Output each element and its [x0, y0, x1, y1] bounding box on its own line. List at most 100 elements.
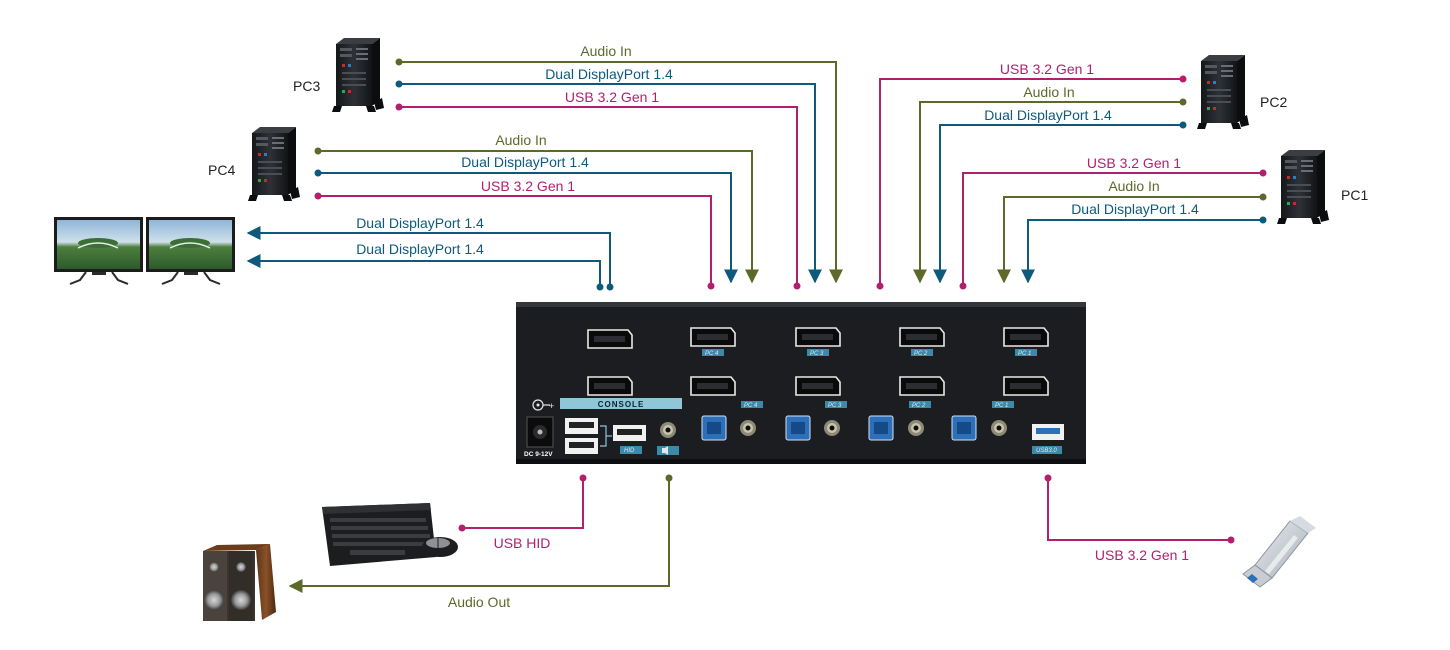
svg-text:CONSOLE: CONSOLE [598, 400, 645, 409]
pc2-audio-label: Audio In [1023, 84, 1074, 100]
svg-text:PC 1: PC 1 [995, 403, 1008, 409]
svg-text:PC 3: PC 3 [828, 403, 842, 409]
pc1-dp-port [1003, 376, 1049, 396]
svg-text:USB3.0: USB3.0 [1036, 448, 1057, 454]
svg-text:PC 4: PC 4 [705, 351, 719, 357]
pc4-audio-cable [318, 150, 759, 284]
pc1-dp-label: Dual DisplayPort 1.4 [1071, 201, 1199, 217]
dc-power-jack [526, 416, 554, 448]
port-label: PC 4 [741, 401, 763, 409]
svg-text:PC 1: PC 1 [1018, 351, 1031, 357]
usb3-a-port [1032, 424, 1064, 440]
pc3-audio-label: Audio In [580, 43, 631, 59]
pc4-usb-b-port [701, 415, 727, 441]
pc4-tower-icon [248, 127, 300, 201]
kvm-switch: PC 4 PC 3 PC 2 PC 1 PC 4 PC 3 PC 2 [516, 302, 1086, 464]
pc2-audio-jack [908, 420, 924, 436]
svg-text:PC 4: PC 4 [744, 403, 758, 409]
monitor-icon [54, 217, 143, 285]
usb-hid-port [613, 425, 646, 441]
monitor-dp-label-2: Dual DisplayPort 1.4 [356, 241, 484, 257]
keyboard-icon [322, 503, 436, 566]
mouse-icon [422, 537, 458, 557]
pc3-dp-label: Dual DisplayPort 1.4 [545, 66, 673, 82]
pc3-usb-label: USB 3.2 Gen 1 [565, 89, 659, 105]
pc1-usb-cable [962, 172, 1263, 286]
svg-text:HID: HID [624, 448, 635, 454]
console-dp-port [587, 329, 633, 349]
pc1-usb-b-port [951, 415, 977, 441]
audio-out-icon [657, 446, 679, 455]
pc2-cables [876, 75, 1187, 290]
pc2-label: PC2 [1260, 94, 1287, 110]
pc4-label: PC4 [208, 162, 235, 178]
pc1-dp-cable [1021, 219, 1263, 284]
pc1-audio-label: Audio In [1108, 178, 1159, 194]
pc3-dp-port [795, 376, 841, 396]
pc1-tower-icon [1277, 150, 1329, 224]
port-label: PC 1 [1015, 349, 1037, 357]
usb-hid-port [565, 418, 598, 434]
monitor-dp-cable-2 [246, 254, 601, 287]
pc3-cables [395, 58, 843, 290]
pc3-usb-b-port [785, 415, 811, 441]
pc2-usb-b-port [868, 415, 894, 441]
port-label: PC 2 [911, 349, 933, 357]
usb3-label: USB3.0 [1032, 446, 1062, 454]
monitor-dp-cable-1 [246, 226, 611, 287]
pc4-cables [314, 147, 759, 290]
port-label: PC 4 [702, 349, 724, 357]
speaker-audio-cable [288, 478, 670, 593]
pc4-usb-label: USB 3.2 Gen 1 [481, 178, 575, 194]
pc2-dp-label: Dual DisplayPort 1.4 [984, 107, 1112, 123]
console-audio-jack [660, 422, 676, 438]
monitor-cables [246, 226, 614, 291]
pc4-dp-port [690, 376, 736, 396]
pc4-audio-jack [740, 420, 756, 436]
pc4-dp-cable [318, 172, 738, 284]
speaker-audio-label: Audio Out [448, 594, 510, 610]
keyboard-usb-cable [462, 478, 584, 529]
pc4-audio-label: Audio In [495, 132, 546, 148]
power-label: DC 9-12V [524, 451, 553, 458]
pc1-usb-label: USB 3.2 Gen 1 [1087, 155, 1181, 171]
speaker-icon [203, 544, 276, 621]
pc2-usb-label: USB 3.2 Gen 1 [1000, 61, 1094, 77]
pc3-audio-jack [824, 420, 840, 436]
pc4-usb-cable [318, 195, 712, 286]
port-label: PC 2 [909, 401, 931, 409]
pc3-usb-cable [399, 106, 798, 286]
cable-labels: Audio In Dual DisplayPort 1.4 USB 3.2 Ge… [356, 43, 1199, 610]
pc3-label: PC3 [293, 78, 320, 94]
monitor-icon [146, 217, 235, 285]
flash-usb-cable [1047, 478, 1231, 541]
power-icon: + [532, 399, 554, 411]
pc3-tower-icon [332, 38, 384, 112]
pc2-dp-port [899, 327, 945, 347]
usb-flash-drive-icon [1242, 516, 1316, 588]
console-dp-port [587, 376, 633, 396]
pc2-audio-cable [913, 101, 1183, 284]
keyboard-usb-label: USB HID [494, 535, 551, 551]
pc2-usb-cable [879, 78, 1183, 286]
port-label: PC 1 [992, 401, 1014, 409]
monitor-dp-label-1: Dual DisplayPort 1.4 [356, 215, 484, 231]
console-label: CONSOLE [560, 398, 682, 409]
pc1-audio-cable [997, 196, 1263, 284]
pc1-label: PC1 [1341, 187, 1368, 203]
flash-usb-label: USB 3.2 Gen 1 [1095, 547, 1189, 563]
port-label: PC 3 [807, 349, 829, 357]
console-cables [288, 474, 1235, 593]
port-label: PC 3 [825, 401, 847, 409]
svg-text:PC 2: PC 2 [912, 403, 926, 409]
pc2-dp-port [899, 376, 945, 396]
pc4-dp-label: Dual DisplayPort 1.4 [461, 154, 589, 170]
pc2-dp-cable [933, 124, 1183, 284]
svg-text:PC 3: PC 3 [810, 351, 824, 357]
pc1-audio-jack [991, 420, 1007, 436]
pc1-dp-port [1003, 327, 1049, 347]
hid-label: HID [620, 446, 642, 454]
pc3-dp-port [795, 327, 841, 347]
pc2-tower-icon [1197, 55, 1249, 129]
